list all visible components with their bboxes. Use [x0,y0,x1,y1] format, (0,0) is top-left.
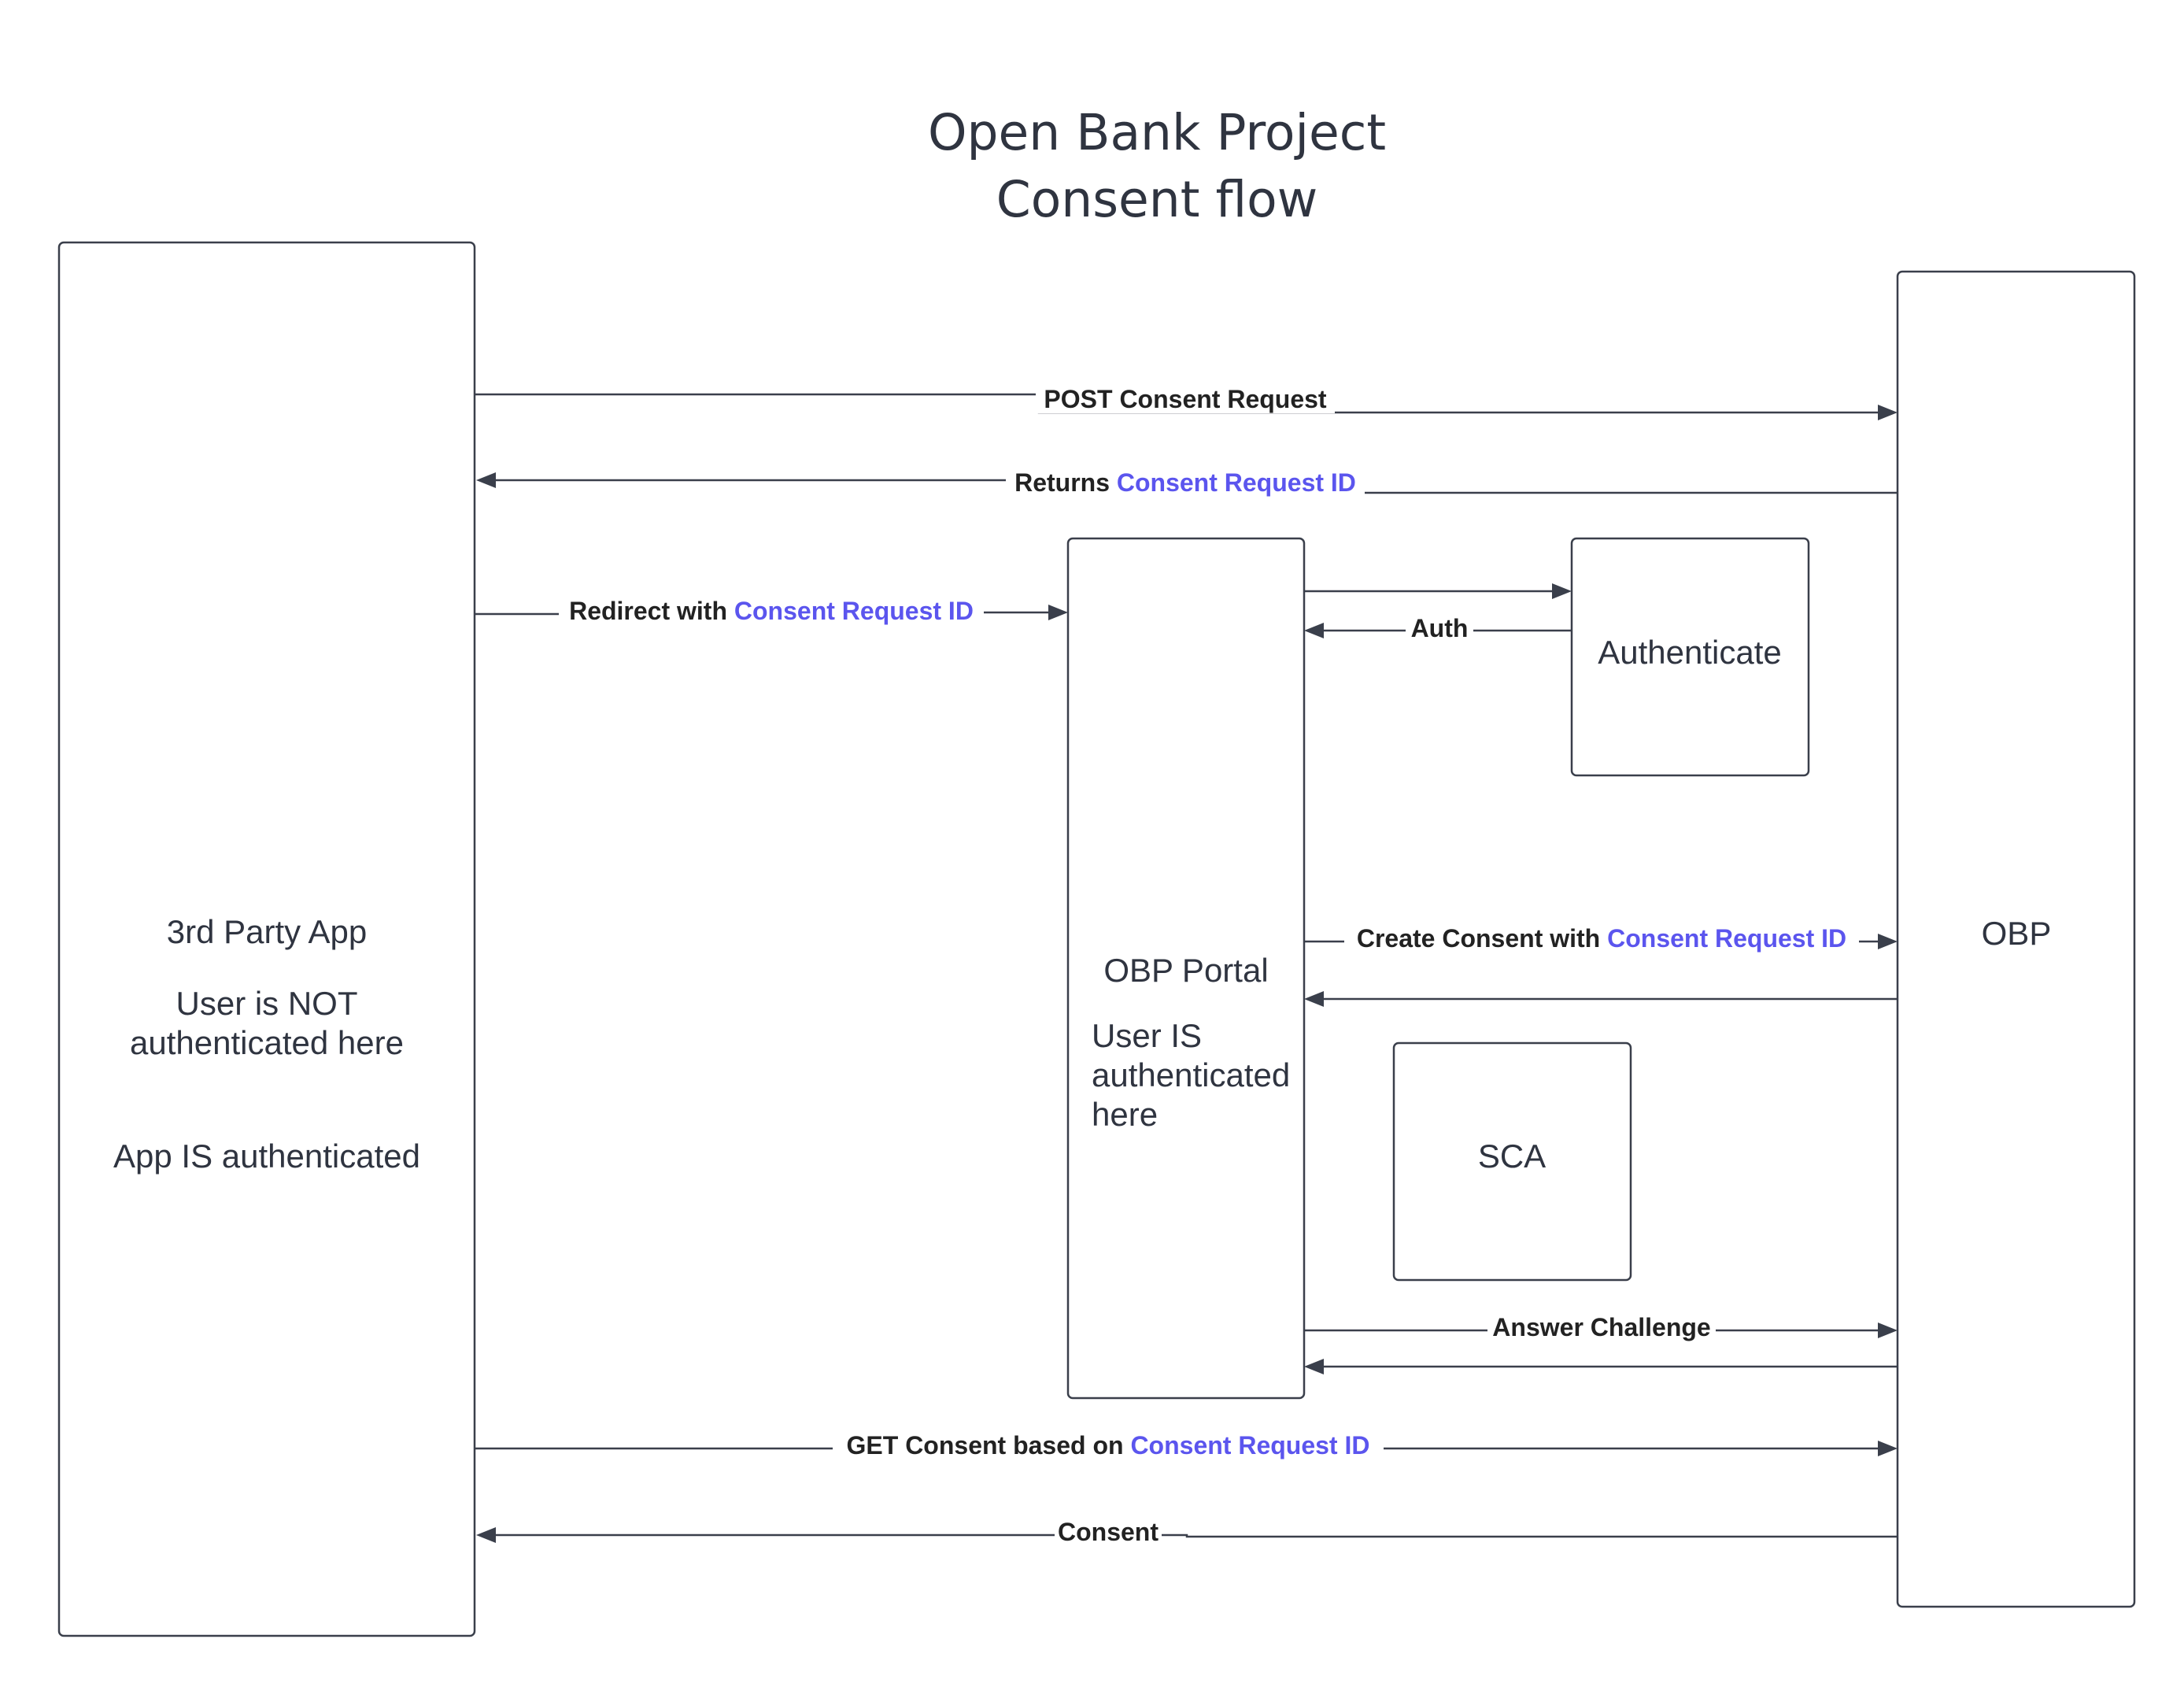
sca-label: SCA [1478,1138,1546,1175]
consent-return-label: Consent [1058,1518,1159,1546]
redirect-consent-request-id-highlight: Consent Request ID [734,597,974,625]
third-party-app-label: 3rd Party App [167,913,367,950]
consent-return-arrow [494,1533,1898,1538]
get-consent-request-id-highlight: Consent Request ID [1130,1431,1369,1459]
redirect-arrowhead [1048,605,1068,620]
returns-consent-request-id-highlight: Consent Request ID [1117,468,1356,497]
create-consent-response-arrowhead [1304,991,1324,1007]
obp-box [1896,270,2136,1608]
obp-label: OBP [1982,915,2052,952]
diagram-title-line-1: Open Bank Project [928,104,1386,161]
auth-label: Auth [1411,614,1469,642]
post-consent-request-label: POST Consent Request [1044,385,1327,413]
returns-label-prefix: Returns [1014,468,1117,497]
auth-arrowhead [1304,623,1324,638]
redirect-label: Redirect with Consent Request ID [569,597,974,625]
create-consent-label-prefix: Create Consent with [1357,924,1607,953]
answer-challenge-label: Answer Challenge [1492,1313,1710,1341]
consent-return-arrowhead [476,1527,496,1543]
third-party-app-status: App IS authenticated [113,1138,420,1175]
diagram-title-line-2: Consent flow [996,171,1317,228]
answer-challenge-arrowhead [1878,1323,1898,1338]
third-party-user-status-line-2: authenticated here [130,1024,404,1061]
get-consent-label-prefix: GET Consent based on [847,1431,1131,1459]
answer-challenge-response-arrowhead [1304,1359,1324,1374]
obp-portal-box [1066,537,1306,1400]
get-consent-arrowhead [1878,1441,1898,1456]
returns-consent-request-id-label: Returns Consent Request ID [1014,468,1356,497]
authenticate-box [1570,537,1810,777]
get-consent-label: GET Consent based on Consent Request ID [847,1431,1370,1459]
third-party-app-box [57,241,476,1637]
portal-to-authenticate-arrowhead [1552,583,1572,599]
obp-portal-status-line-1: User IS [1092,1017,1202,1054]
create-consent-request-id-highlight: Consent Request ID [1607,924,1846,953]
create-consent-arrowhead [1878,934,1898,949]
obp-portal-status-line-2: authenticated [1092,1056,1290,1093]
third-party-user-status-line-1: User is NOT [176,985,358,1022]
returns-consent-request-id-arrowhead [476,472,496,488]
post-consent-request-arrowhead [1878,405,1898,420]
obp-portal-status-line-3: here [1092,1096,1158,1133]
obp-portal-label: OBP Portal [1103,952,1268,989]
sca-box [1392,1041,1632,1282]
authenticate-label: Authenticate [1598,634,1782,671]
create-consent-label: Create Consent with Consent Request ID [1357,924,1846,953]
redirect-label-prefix: Redirect with [569,597,734,625]
